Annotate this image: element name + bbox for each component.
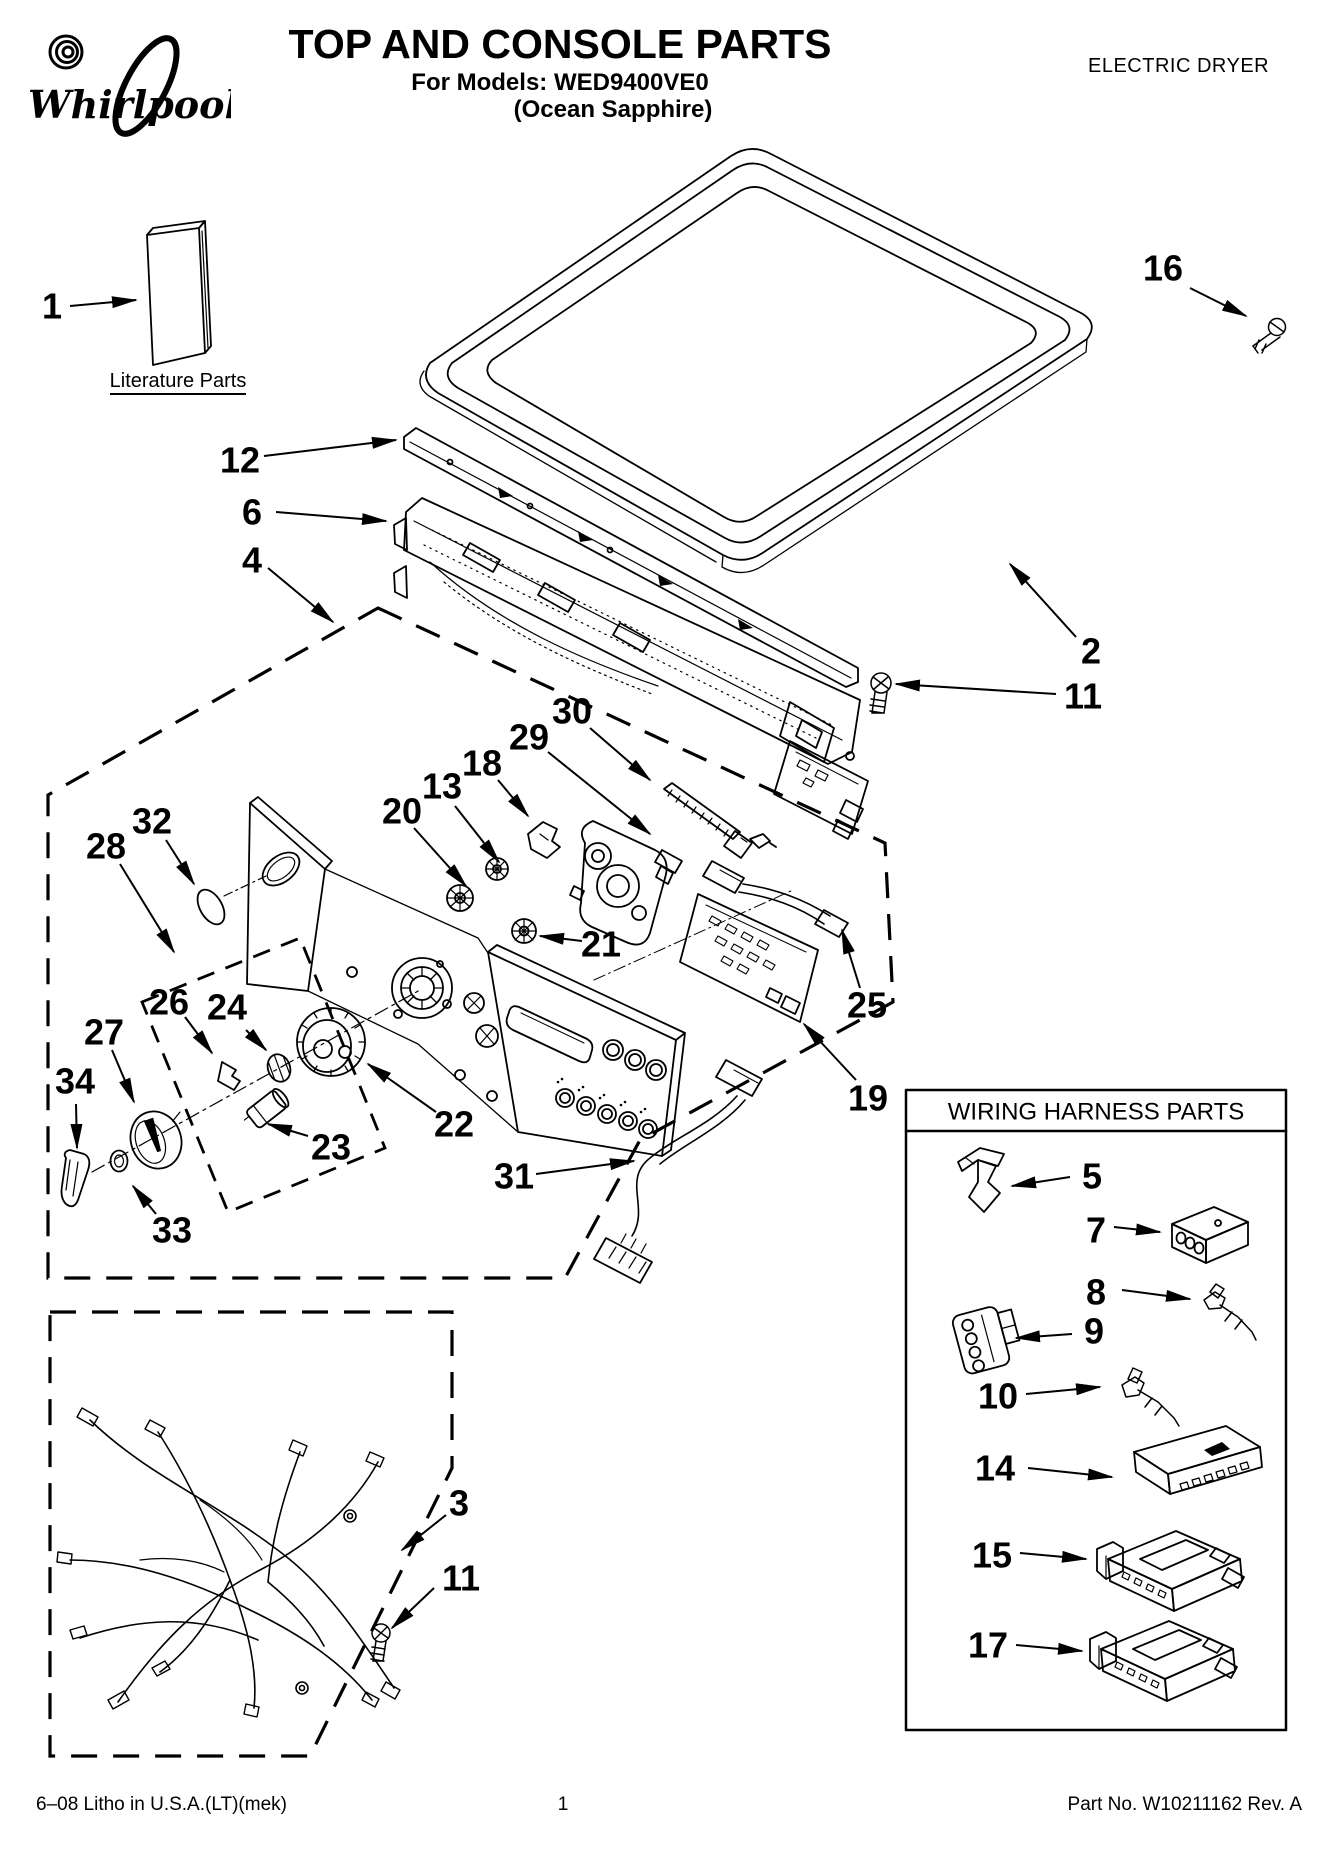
callout-label-29: 29 (509, 717, 549, 758)
timer-motor (569, 820, 683, 946)
logo-loop-icon (112, 35, 180, 137)
callout-label-20: 20 (382, 791, 422, 832)
main-wire-harness (56, 1407, 401, 1718)
knob-parts (60, 989, 421, 1208)
appliance-type: ELECTRIC DRYER (1088, 55, 1270, 77)
callout-label-13: 13 (422, 766, 462, 807)
callout-label-6: 6 (242, 492, 262, 533)
connector-17 (1089, 1620, 1238, 1702)
console-face (487, 944, 686, 1157)
literature-book (146, 220, 212, 366)
callout-label-32: 32 (132, 801, 172, 842)
connector-9 (951, 1306, 1021, 1375)
callout-label-18: 18 (462, 743, 502, 784)
wiring-box-title: WIRING HARNESS PARTS (948, 1099, 1244, 1126)
header-connector-14 (1133, 1425, 1263, 1495)
callout-label-15: 15 (972, 1535, 1012, 1576)
callout-arrows (69, 287, 1248, 1655)
callout-label-10: 10 (978, 1376, 1018, 1417)
terminal-8 (1203, 1283, 1257, 1341)
callout-label-21: 21 (581, 924, 621, 965)
callout-label-14: 14 (975, 1448, 1015, 1489)
wiring-harness-box (904, 1088, 1288, 1732)
console-harness (593, 1059, 763, 1284)
badge-oval-32 (196, 888, 226, 926)
callout-label-2: 2 (1081, 631, 1101, 672)
dashed-regions (46, 606, 895, 1758)
terminal-10 (1121, 1367, 1180, 1427)
callout-label-1: 1 (42, 286, 62, 327)
callout-label-5: 5 (1082, 1156, 1102, 1197)
callout-label-9: 9 (1084, 1311, 1104, 1352)
callout-label-12: 12 (220, 440, 260, 481)
callout-label-25: 25 (847, 985, 887, 1026)
brand-name: Whirlpool (28, 82, 231, 127)
screw-16 (1252, 317, 1287, 354)
callout-label-8: 8 (1086, 1272, 1106, 1313)
callout-label-7: 7 (1086, 1210, 1106, 1251)
harness-clip-5 (957, 1147, 1005, 1213)
finish-line: (Ocean Sapphire) (513, 96, 713, 124)
callout-label-3: 3 (449, 1483, 469, 1524)
control-board (593, 889, 819, 1023)
callout-label-28: 28 (86, 826, 126, 867)
callout-label-24: 24 (207, 987, 247, 1028)
callout-label-27: 27 (84, 1012, 124, 1053)
cable-tie (663, 782, 777, 859)
footer-litho-info: 6–08 Litho in U.S.A.(LT)(mek) (36, 1794, 287, 1815)
models-line: For Models: WED9400VE0 (411, 69, 709, 96)
connector-block-7 (1171, 1206, 1249, 1264)
console-chassis (307, 868, 519, 1133)
whirlpool-logo: Whirlpool (26, 28, 239, 148)
logo-swirl-icon (48, 34, 84, 70)
top-panel (419, 148, 1093, 574)
console-bracket (393, 497, 861, 765)
callout-label-31: 31 (494, 1156, 534, 1197)
footer-page-number: 1 (557, 1794, 569, 1815)
callout-label-11-top: 11 (1064, 676, 1102, 717)
screw-11-top (869, 672, 892, 714)
callout-label-22: 22 (434, 1104, 474, 1145)
callout-label-33: 33 (152, 1210, 192, 1251)
callout-label-19: 19 (848, 1078, 888, 1119)
callout-label-4: 4 (242, 540, 262, 581)
callout-label-23: 23 (311, 1127, 351, 1168)
callout-label-34: 34 (55, 1061, 95, 1102)
callout-label-16: 16 (1143, 248, 1183, 289)
console-face-dots (556, 1077, 647, 1114)
screw-11-bottom (370, 1623, 391, 1662)
callout-label-17: 17 (968, 1625, 1008, 1666)
rear-trim-strip (403, 427, 859, 688)
callout-label-11-bottom: 11 (442, 1558, 480, 1599)
connector-15 (1096, 1530, 1245, 1612)
callout-label-30: 30 (552, 691, 592, 732)
page-title: TOP AND CONSOLE PARTS (288, 21, 832, 67)
jumper-wire (702, 860, 849, 938)
trim-strip-marks (498, 487, 753, 630)
callout-label-26: 26 (149, 982, 189, 1023)
footer-part-number: Part No. W10211162 Rev. A (1067, 1794, 1302, 1815)
literature-parts-label: Literature Parts (88, 370, 268, 395)
